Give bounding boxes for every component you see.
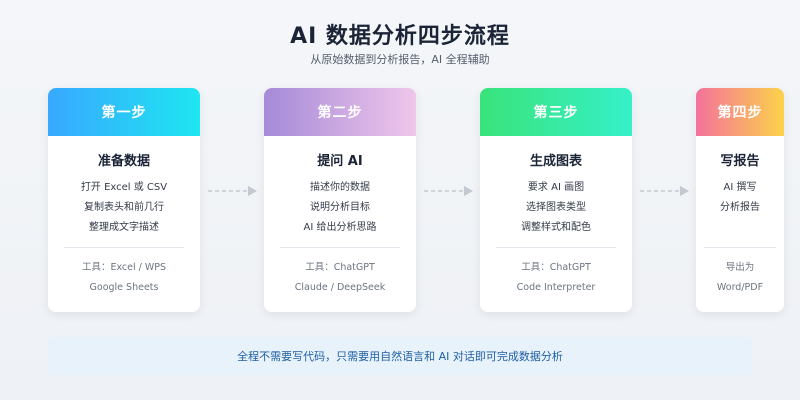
step-tool: 工具：Excel / WPS xyxy=(81,262,167,273)
step-item: 说明分析目标 xyxy=(310,202,370,213)
card-divider xyxy=(496,247,616,248)
flow-arrow-2-icon xyxy=(424,186,473,196)
step-label: 第三步 xyxy=(533,105,579,121)
step-tool: Claude / DeepSeek xyxy=(294,282,386,293)
step-title: 准备数据 xyxy=(97,154,150,169)
step-item: AI 撰写 xyxy=(723,182,757,193)
step-tool: Code Interpreter xyxy=(516,282,596,293)
page-subtitle: 从原始数据到分析报告，AI 全程辅助 xyxy=(310,53,490,66)
step-item: 描述你的数据 xyxy=(310,182,370,193)
step-title: 写报告 xyxy=(720,154,760,169)
step-card-3-header: 第三步 xyxy=(480,88,632,136)
step-tool: 工具：ChatGPT xyxy=(521,262,591,273)
step-item: 打开 Excel 或 CSV xyxy=(80,182,168,193)
footer-note-banner: 全程不需要写代码，只需要用自然语言和 AI 对话即可完成数据分析 xyxy=(48,337,752,375)
step-card-2: 第二步 提问 AI 描述你的数据 说明分析目标 AI 给出分析思路 工具：Cha… xyxy=(264,88,416,312)
step-item: 选择图表类型 xyxy=(526,202,586,213)
step-item: 调整样式和配色 xyxy=(521,222,591,233)
step-card-2-header: 第二步 xyxy=(264,88,416,136)
step-item: AI 给出分析思路 xyxy=(303,222,377,233)
step-card-3: 第三步 生成图表 要求 AI 画图 选择图表类型 调整样式和配色 工具：Chat… xyxy=(480,88,632,312)
step-item: 复制表头和前几行 xyxy=(84,202,164,213)
step-title: 生成图表 xyxy=(529,154,582,169)
card-divider xyxy=(64,247,184,248)
step-card-1: 第一步 准备数据 打开 Excel 或 CSV 复制表头和前几行 整理成文字描述… xyxy=(48,88,200,312)
step-item: 要求 AI 画图 xyxy=(527,182,585,193)
step-item: 整理成文字描述 xyxy=(89,222,159,233)
step-tool: 工具：ChatGPT xyxy=(305,262,375,273)
step-title: 提问 AI xyxy=(317,154,363,169)
step-tool: Word/PDF xyxy=(716,282,764,293)
card-divider xyxy=(704,247,776,248)
step-tool: Google Sheets xyxy=(89,282,159,293)
step-item: 分析报告 xyxy=(720,202,760,213)
flow-arrow-1-icon xyxy=(208,186,257,196)
step-label: 第一步 xyxy=(101,105,147,121)
card-divider xyxy=(280,247,400,248)
step-label: 第四步 xyxy=(717,105,763,121)
step-tool: 导出为 xyxy=(725,262,755,273)
flow-arrow-3-icon xyxy=(640,186,689,196)
step-card-4: 第四步 写报告 AI 撰写 分析报告 导出为 Word/PDF xyxy=(696,88,784,312)
step-card-1-header: 第一步 xyxy=(48,88,200,136)
step-label: 第二步 xyxy=(317,105,363,121)
step-card-4-header: 第四步 xyxy=(696,88,784,136)
page-title: AI 数据分析四步流程 xyxy=(290,24,510,49)
footer-note-text: 全程不需要写代码，只需要用自然语言和 AI 对话即可完成数据分析 xyxy=(237,350,563,363)
